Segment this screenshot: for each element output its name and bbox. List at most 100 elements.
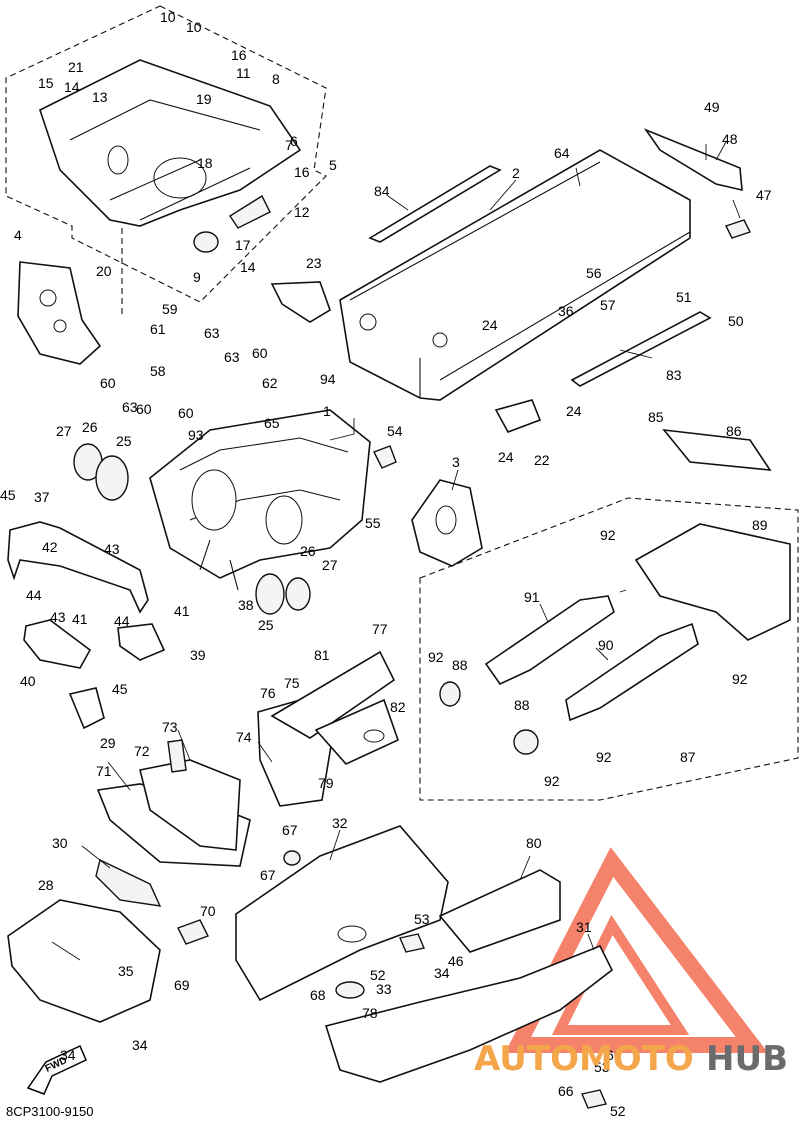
callout-number: 66 [558,1083,574,1099]
part-bracket-73 [167,739,187,773]
callout-number: 8 [272,71,280,87]
callout-number: 27 [56,423,72,439]
callout-number: 21 [68,59,84,75]
callout-number: 13 [92,89,108,105]
callout-number: 40 [20,673,36,689]
callout-number: 60 [178,405,194,421]
callout-number: 25 [258,617,274,633]
callout-number: 22 [534,452,550,468]
callout-number: 66 [606,1047,622,1063]
part-lower-nose-28 [7,899,161,1023]
callout-number: 62 [262,375,278,391]
callout-number: 84 [374,183,390,199]
callout-number: 64 [554,145,570,161]
callout-number: 34 [60,1047,76,1063]
part-panel-81 [270,650,396,739]
callout-number: 92 [732,671,748,687]
callout-number: 53 [414,911,430,927]
callout-number: 24 [498,449,514,465]
part-clip-54 [373,445,397,469]
callout-number: 77 [372,621,388,637]
callout-number: 52 [610,1103,626,1119]
callout-number: 2 [512,165,520,181]
part-side-plate-4 [17,261,102,365]
callout-number: 88 [452,657,468,673]
callout-number: 60 [136,401,152,417]
callout-number: 7 [285,137,293,153]
callout-number: 29 [100,735,116,751]
callout-number: 48 [722,131,738,147]
callout-number: 94 [320,371,336,387]
part-bracket-40 [23,619,92,669]
callout-number: 60 [100,375,116,391]
callout-number: 83 [666,367,682,383]
callout-number: 41 [72,611,88,627]
callout-number: 50 [728,313,744,329]
part-clip-53a [399,933,425,953]
callout-number: 25 [116,433,132,449]
callout-number: 51 [676,289,692,305]
part-pad-47 [725,219,751,239]
part-front-frame-assembly [39,59,302,227]
callout-number: 92 [428,649,444,665]
part-bumper-37 [7,521,149,614]
part-strip-83 [570,311,712,387]
part-grommet-67 [283,850,301,866]
callout-number: 74 [236,729,252,745]
callout-number: 44 [26,587,42,603]
callout-number: 37 [34,489,50,505]
callout-number: 24 [566,403,582,419]
callout-number: 16 [231,47,247,63]
callout-number: 23 [306,255,322,271]
callout-number: 68 [310,987,326,1003]
callout-number: 80 [526,835,542,851]
callout-number: 19 [196,91,212,107]
callout-number: 10 [186,19,202,35]
callout-number: 93 [188,427,204,443]
watermark-text: AUTOMOTO HUB [474,1039,788,1079]
callout-number: 24 [482,317,498,333]
callout-number: 9 [193,269,201,285]
part-bracket-23 [270,281,331,323]
part-boot-26b [285,577,311,611]
callout-number: 43 [104,541,120,557]
callout-number: 33 [376,981,392,997]
callout-number: 32 [332,815,348,831]
part-panel-80 [438,869,561,953]
part-rear-bracket [411,479,483,567]
part-bracket-29 [68,687,105,730]
callout-number: 11 [236,65,251,81]
watermark-text-part2: HUB [706,1039,788,1079]
callout-number: 81 [314,647,330,663]
callout-number: 87 [680,749,696,765]
callout-number: 92 [596,749,612,765]
part-bracket-48 [643,128,743,192]
callout-number: 14 [64,79,80,95]
part-grommet-9 [193,231,219,253]
group-box-cover-set [419,497,799,801]
leader-lines [51,141,741,961]
callout-number: 30 [52,835,68,851]
callout-number: 6 [290,133,298,149]
forward-arrow-icon: FWD [26,1044,87,1095]
callout-number: 12 [294,204,310,220]
callout-number: 76 [260,685,276,701]
callout-number: 27 [322,557,338,573]
callout-number: 72 [134,743,150,759]
callout-number: 65 [264,415,280,431]
part-bracket-39 [117,623,166,661]
callout-number: 44 [114,613,130,629]
callout-number: 60 [252,345,268,361]
callout-number: 54 [387,423,403,439]
part-rail-90 [565,622,699,722]
diagram-code: 8CP3100-9150 [6,1104,93,1119]
callout-number: 59 [162,301,178,317]
part-seat-deck [339,149,691,401]
callout-number: 78 [362,1005,378,1021]
callout-number: 71 [96,763,112,779]
callout-number: 58 [150,363,166,379]
callout-number: 43 [50,609,66,625]
callout-number: 45 [112,681,128,697]
callout-number: 53 [594,1059,610,1075]
watermark-text-part1: AUTOMOTO [474,1039,694,1079]
